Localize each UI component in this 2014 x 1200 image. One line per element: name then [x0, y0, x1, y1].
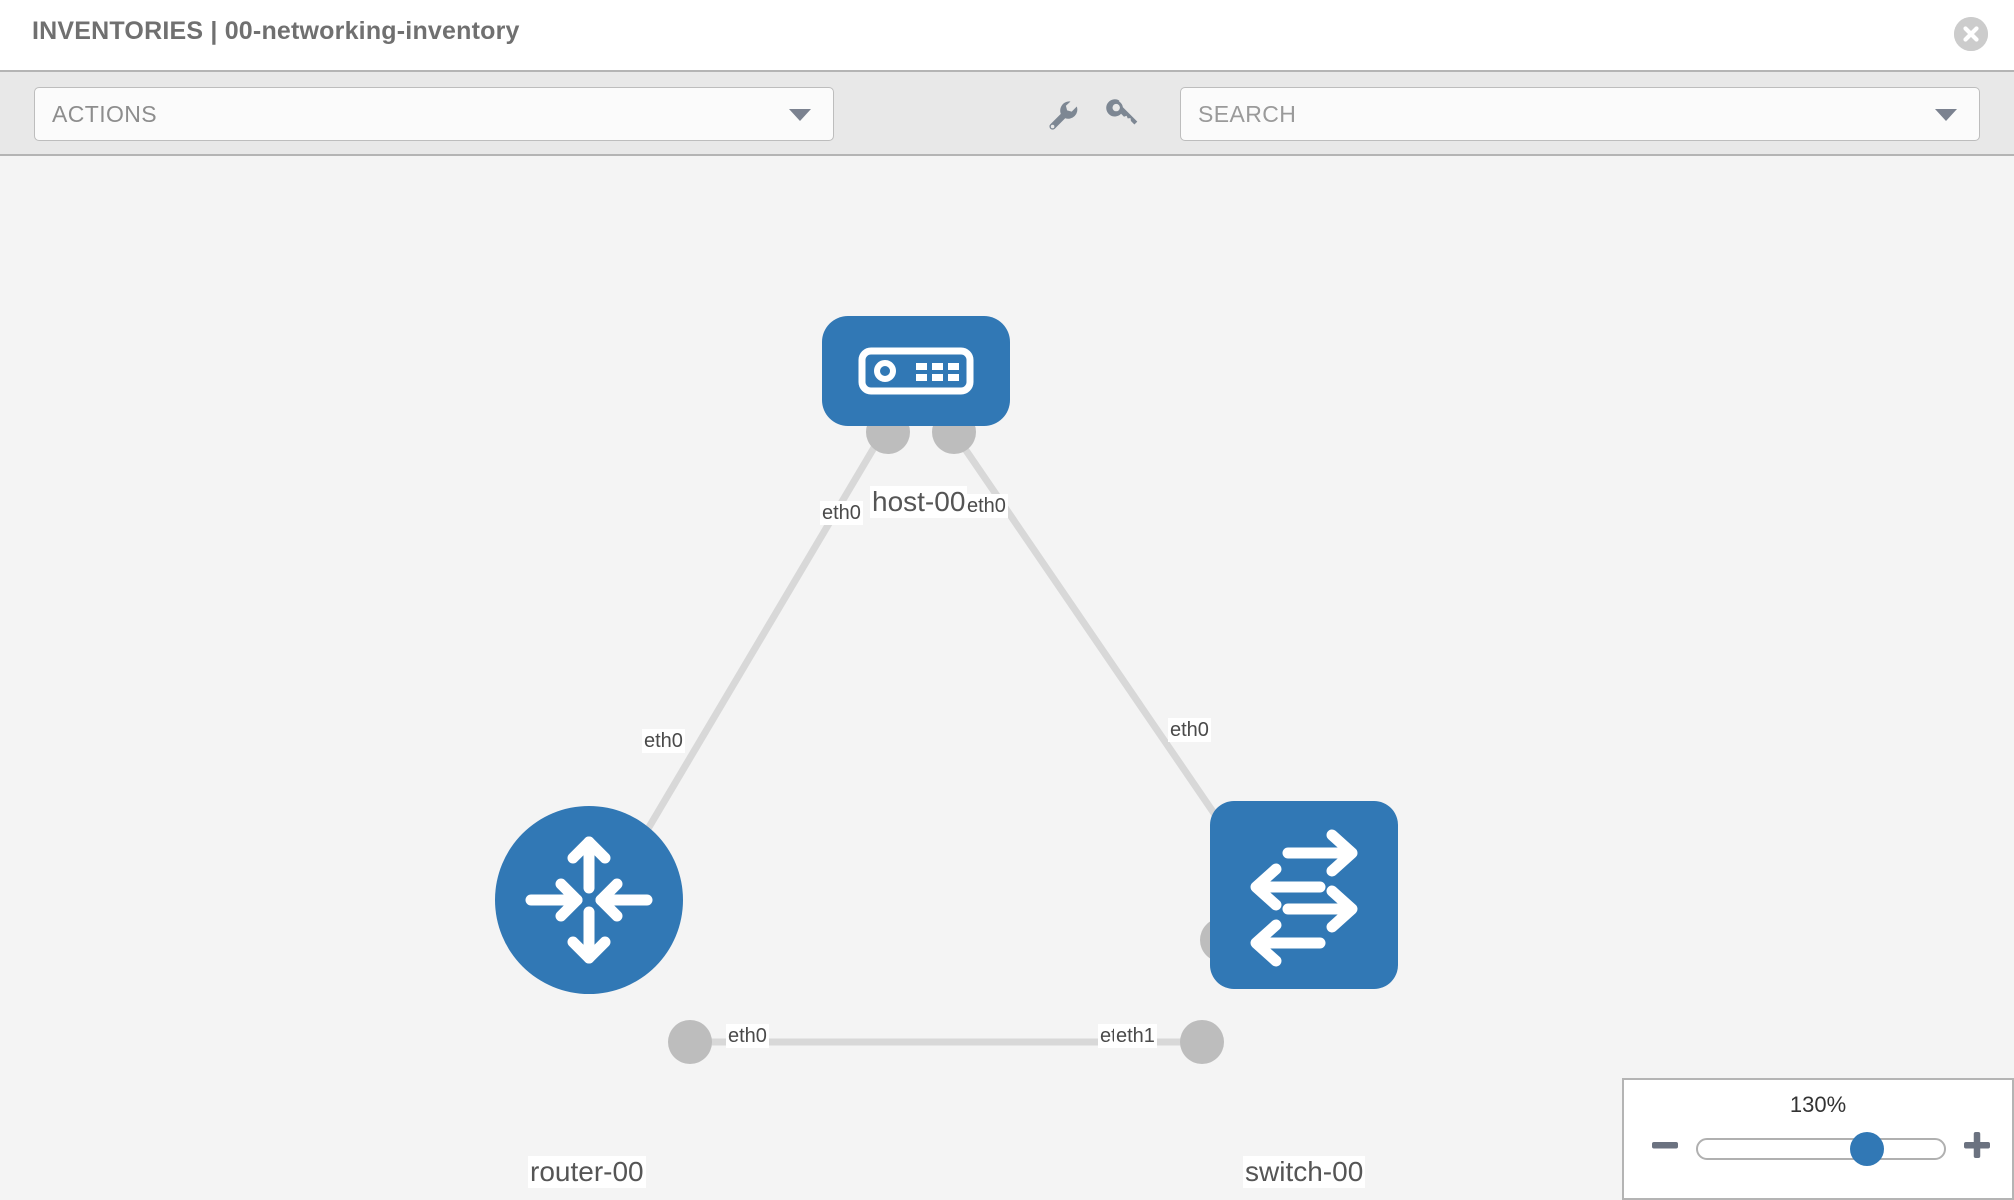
node-switch-00[interactable]	[1210, 801, 1398, 989]
wrench-button[interactable]	[1040, 92, 1084, 136]
search-placeholder: SEARCH	[1198, 101, 1297, 127]
minus-icon	[1652, 1142, 1678, 1149]
page-title: INVENTORIES | 00-networking-inventory	[32, 17, 520, 45]
topology-canvas[interactable]: eth0 eth0 eth0 eth0 eth0 eth0 eth1 host-…	[0, 156, 2014, 1200]
node-host-00[interactable]	[822, 316, 1010, 426]
actions-dropdown-label: ACTIONS	[52, 101, 158, 127]
node-label-switch-00: switch-00	[1243, 1156, 1366, 1188]
edge-label-router-up: eth0	[642, 729, 685, 753]
topology-edges	[616, 422, 1253, 1046]
zoom-control-panel: 130%	[1622, 1078, 2014, 1200]
edge-label-router-right: eth0	[726, 1024, 769, 1048]
key-icon	[1106, 99, 1138, 125]
zoom-out-button[interactable]	[1648, 1128, 1682, 1162]
edge-label-switch-left: eth1	[1114, 1024, 1157, 1048]
router-arrows-icon	[525, 836, 653, 964]
wrench-icon	[1049, 101, 1078, 130]
page-header: INVENTORIES | 00-networking-inventory	[0, 0, 2014, 70]
zoom-level-label: 130%	[1789, 1092, 1847, 1117]
switch-arrows-icon	[1250, 829, 1358, 967]
port-switch-left[interactable]	[1180, 1020, 1224, 1064]
search-input[interactable]: SEARCH	[1180, 87, 1980, 141]
server-icon	[858, 347, 974, 395]
toolbar: ACTIONS SEARCH	[0, 70, 2014, 156]
zoom-slider-thumb[interactable]	[1850, 1132, 1884, 1166]
node-label-router-00: router-00	[528, 1156, 646, 1188]
close-button[interactable]	[1954, 17, 1988, 51]
port-router-right[interactable]	[668, 1020, 712, 1064]
edge-label-switch-up: eth0	[1168, 718, 1211, 742]
edge-label-host-left: eth0	[820, 501, 863, 525]
node-router-00[interactable]	[495, 806, 683, 994]
actions-dropdown[interactable]: ACTIONS	[34, 87, 834, 141]
node-label-host-00: host-00	[870, 486, 968, 518]
key-button[interactable]	[1100, 92, 1144, 136]
zoom-in-button[interactable]	[1960, 1128, 1994, 1162]
zoom-slider-track[interactable]	[1696, 1138, 1946, 1160]
close-circle-icon	[1954, 17, 1988, 51]
plus-icon	[1964, 1132, 1990, 1158]
chevron-down-icon	[789, 109, 811, 121]
chevron-down-icon	[1935, 109, 1957, 121]
edge-label-host-right: eth0	[965, 494, 1008, 518]
